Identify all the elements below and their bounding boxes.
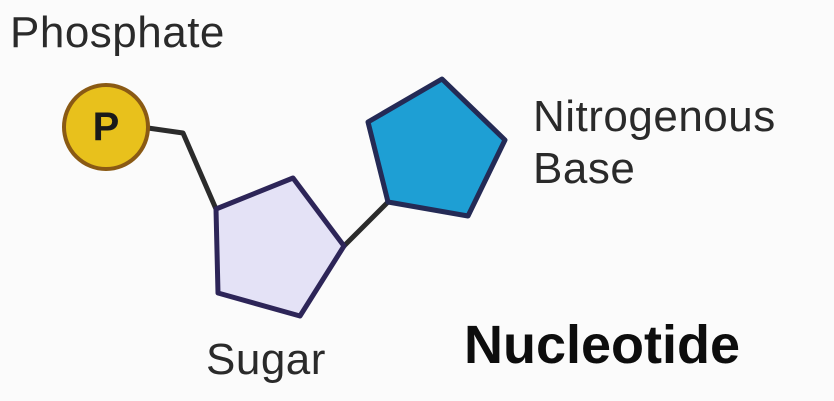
diagram-title: Nucleotide bbox=[464, 315, 741, 375]
base-label-line1: Nitrogenous bbox=[533, 92, 776, 141]
base-pentagon bbox=[365, 76, 508, 219]
phosphate-sugar-bond bbox=[147, 125, 219, 210]
phosphate-symbol: P bbox=[93, 105, 120, 149]
sugar-base-bond bbox=[342, 200, 390, 248]
base-label-line2: Base bbox=[533, 144, 636, 193]
sugar-pentagon bbox=[213, 175, 347, 319]
phosphate-circle bbox=[62, 83, 150, 171]
phosphate-label: Phosphate bbox=[10, 8, 225, 57]
sugar-label: Sugar bbox=[206, 335, 326, 384]
nitrogenous-base-label: Nitrogenous Base bbox=[533, 91, 776, 195]
